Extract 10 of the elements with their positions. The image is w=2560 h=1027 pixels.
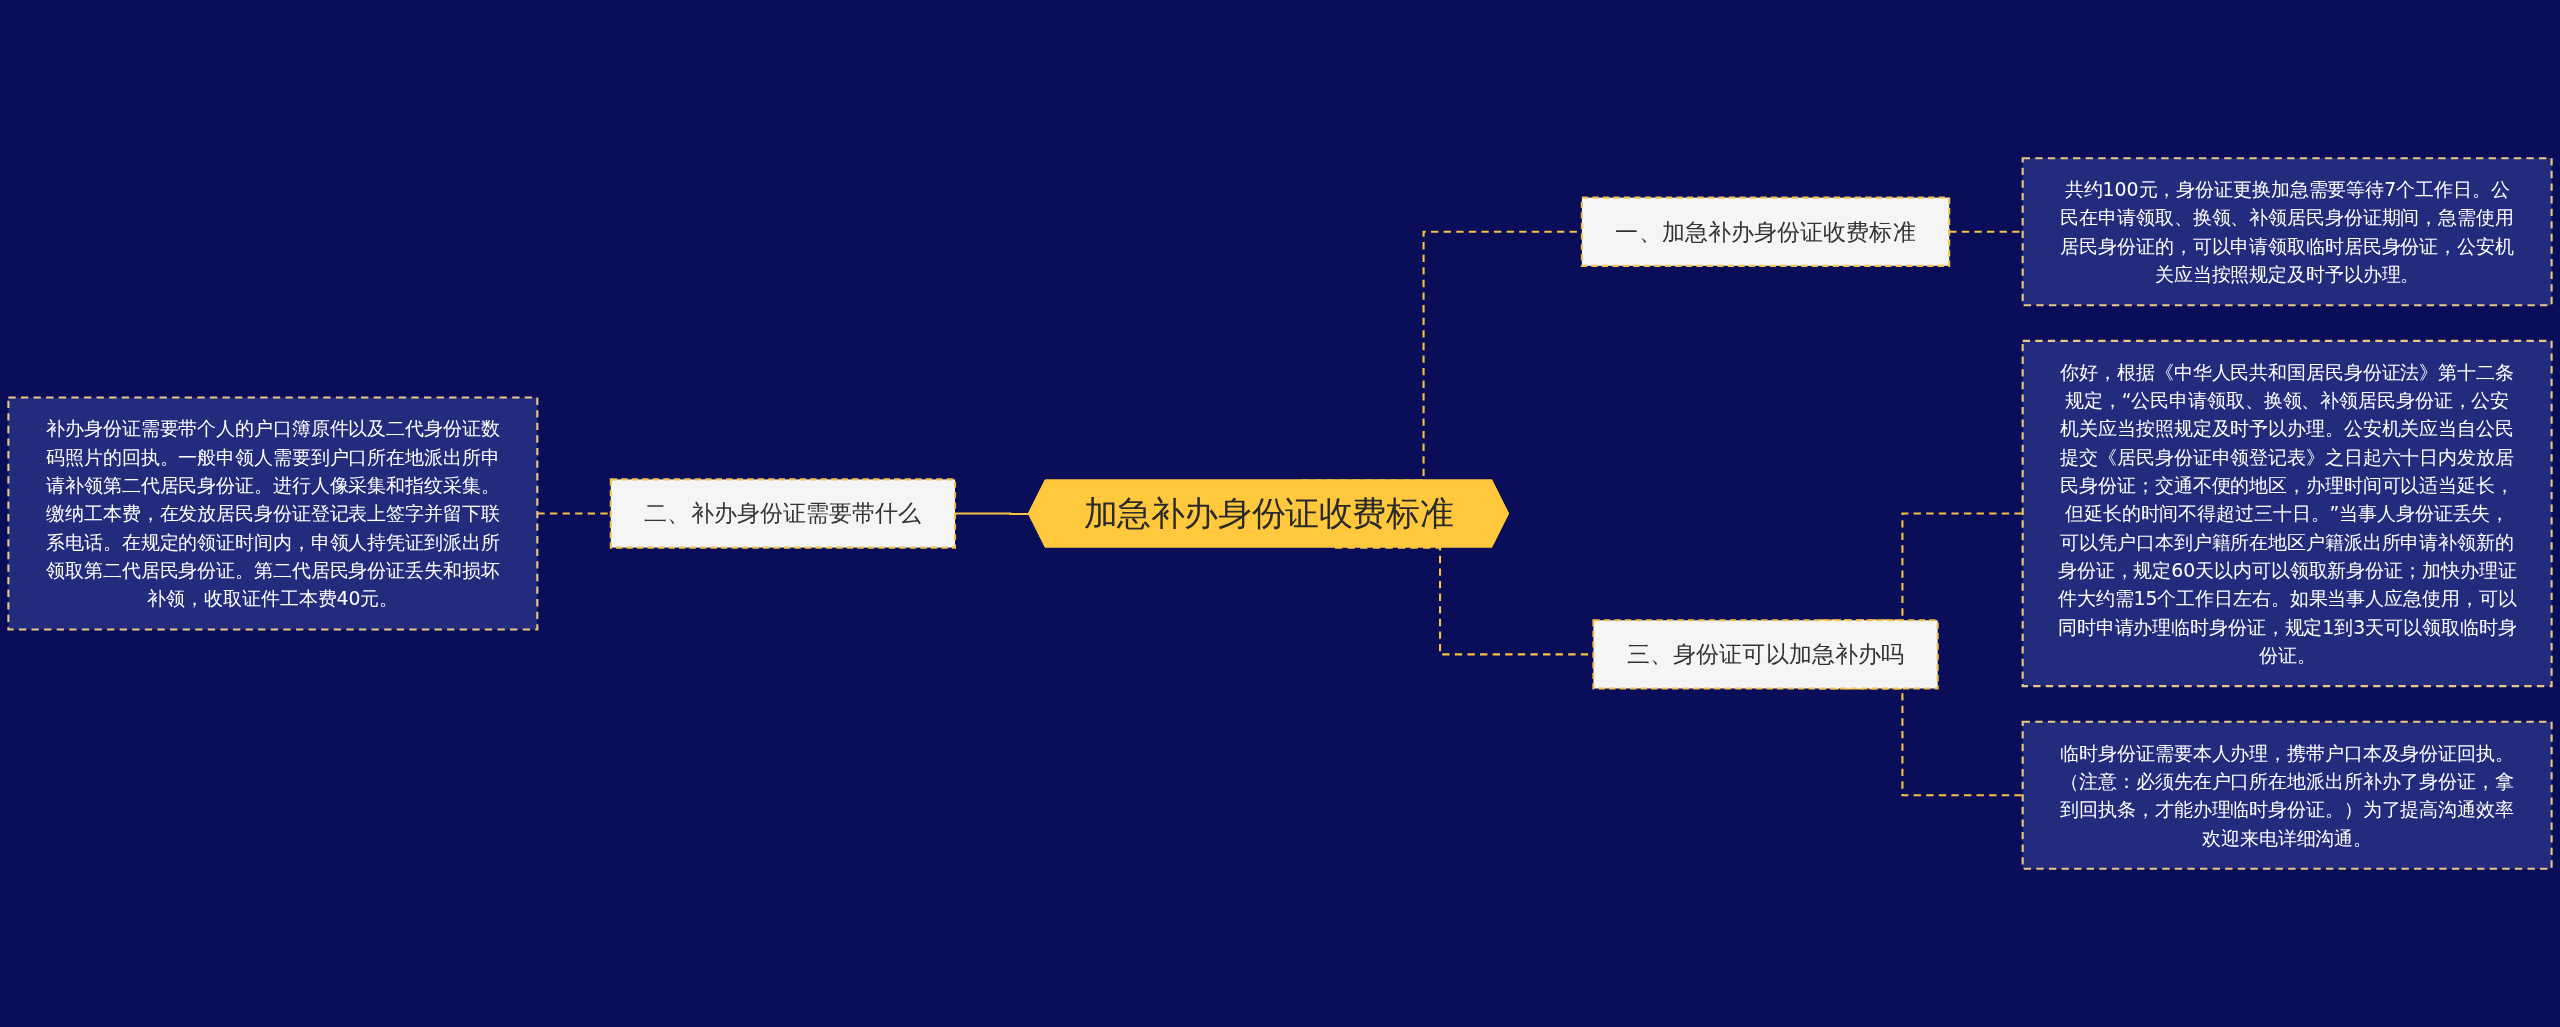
connector xyxy=(537,512,611,515)
node-box: 你好，根据《中华人民共和国居民身份证法》第十二条规定，“公民申请领取、换领、补领居民身份证，公安机关应当按照规定及时予以办理。公安机关应当自公民提交《居民身份证申领登记表》之日起六十日内发放居民身份证；交通不便的地区，办理时间可以适当延长，但延长的时间不得超过三十日。”当事人身份证丢失，可以凭户口本到户籍所在地区户籍派出所申请补领新的身份证，规定60天以内可以领取新身份证；加快办理证件大约需15个工作日左右。如果当事人应急使用，可以同时申请办理临时身份证，规定1到3天可以领取临时身份证。 xyxy=(2021,339,2553,688)
node-box: 临时身份证需要本人办理，携带户口本及身份证回执。（注意：必须先在户口所在地派出所补办了身份证，拿到回执条，才能办理临时身份证。）为了提高沟通效率欢迎来电详细沟通。 xyxy=(2021,720,2553,870)
connector xyxy=(955,512,1029,516)
connector xyxy=(1949,230,2023,233)
node-box: 二、补办身份证需要带什么 xyxy=(609,478,957,549)
node-box: 一、加急补办身份证收费标准 xyxy=(1580,196,1951,267)
node-box: 补办身份证需要带个人的户口簿原件以及二代身份证数码照片的回执。一般申领人需要到户口所在地派出所申请补领第二代居民身份证。进行人像采集和指纹采集。缴纳工本费，在发放居民身份证登记表上签字并留下联系电话。在规定的领证时间内，申领人持凭证到派出所领取第二代居民身份证。第二代居民身份证丢失和损坏补领，收取证件工本费40元。 xyxy=(7,396,539,631)
node-box: 三、身份证可以加急补办吗 xyxy=(1592,619,1939,690)
node-box: 共约100元，身份证更换加急需要等待7个工作日。公民在申请领取、换领、补领居民身份证期间，急需使用居民身份证的，可以申请领取临时居民身份证，公安机关应当按照规定及时予以办理。 xyxy=(2021,157,2553,307)
